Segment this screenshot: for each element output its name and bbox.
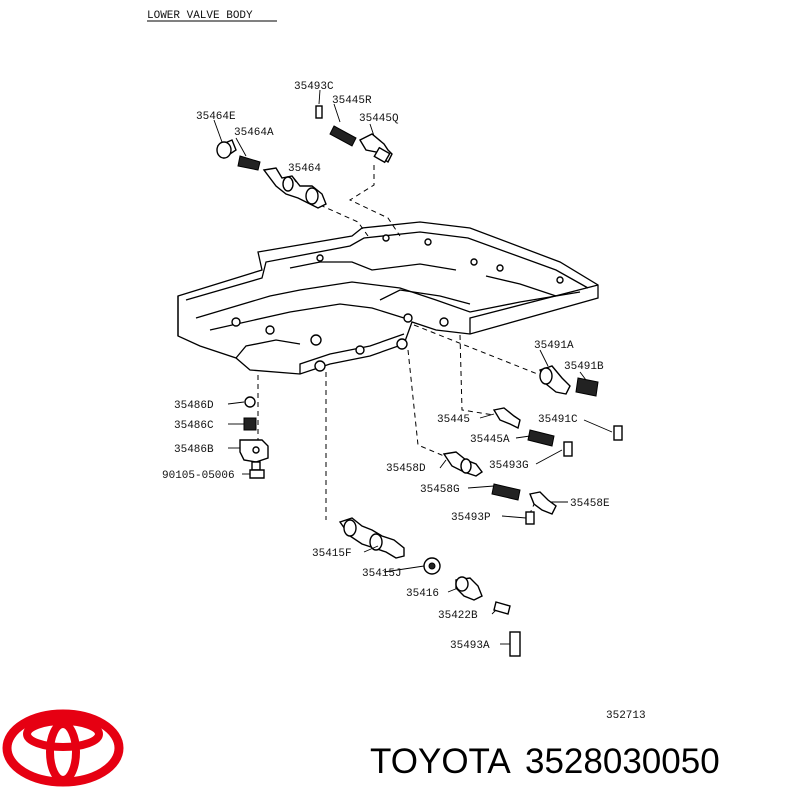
brand-name: TOYOTA	[370, 742, 511, 781]
part-35464E-plug	[216, 139, 237, 160]
label-35491C: 35491C	[538, 414, 578, 426]
part-35486C-spring	[243, 417, 257, 431]
assembly-lines	[257, 165, 541, 520]
label-35493C: 35493C	[294, 81, 334, 93]
part-35493A-pin	[509, 631, 521, 657]
label-35415J: 35415J	[362, 568, 402, 580]
label-35493P: 35493P	[451, 512, 491, 524]
part-35491A-valve	[539, 365, 571, 395]
valve-body-plate	[177, 221, 599, 375]
toyota-logo-icon	[2, 709, 124, 787]
label-35493A: 35493A	[450, 640, 490, 652]
part-35445-valve	[492, 407, 521, 430]
label-35445R: 35445R	[332, 95, 372, 107]
part-35491B-spring	[575, 377, 599, 397]
part-35493C-pin	[315, 105, 323, 119]
part-35416-plug	[455, 576, 483, 601]
part-35445R-spring	[329, 125, 357, 147]
label-35445Q: 35445Q	[359, 113, 399, 125]
label-35486D: 35486D	[174, 400, 214, 412]
label-35422B: 35422B	[438, 610, 478, 622]
part-number: 3528030050	[525, 742, 720, 781]
part-35493G-pin	[563, 441, 573, 457]
label-35458E: 35458E	[570, 498, 610, 510]
label-35445A: 35445A	[470, 434, 510, 446]
part-35464-valve	[262, 167, 327, 209]
part-90105-05006-bolt	[249, 461, 265, 479]
label-35491B: 35491B	[564, 361, 604, 373]
label-35416: 35416	[406, 588, 439, 600]
part-35445A-spring	[527, 429, 555, 447]
label-35445: 35445	[437, 414, 470, 426]
part-35464A-spring	[237, 155, 261, 171]
leader-lines	[213, 89, 613, 645]
figure-number: 352713	[606, 710, 646, 722]
label-35486B: 35486B	[174, 444, 214, 456]
part-35493P-pin	[525, 511, 535, 525]
label-35415F: 35415F	[312, 548, 352, 560]
label-35486C: 35486C	[174, 420, 214, 432]
label-35493G: 35493G	[489, 460, 529, 472]
label-35458D: 35458D	[386, 463, 426, 475]
diagram-title: LOWER VALVE BODY	[147, 10, 253, 22]
part-labels: 35493C 35445R 35464E 35464A 35445Q 35464…	[162, 81, 610, 652]
part-35458E-valve	[529, 491, 557, 515]
part-35458G-spring	[491, 483, 521, 501]
part-35445Q-valve	[359, 133, 393, 164]
label-35491A: 35491A	[534, 340, 574, 352]
part-35415J-washer	[423, 557, 441, 575]
label-35464: 35464	[288, 163, 321, 175]
part-35458D-valve	[442, 451, 484, 477]
part-35422B-pin	[493, 601, 511, 615]
part-35491C-pin	[613, 425, 623, 441]
label-35464A: 35464A	[234, 127, 274, 139]
part-35486D-ball	[244, 396, 256, 408]
label-35458G: 35458G	[420, 484, 460, 496]
label-35464E: 35464E	[196, 111, 236, 123]
part-35486B-bracket	[239, 439, 269, 463]
label-90105-05006: 90105-05006	[162, 470, 235, 482]
part-35415F-valve	[338, 517, 405, 559]
